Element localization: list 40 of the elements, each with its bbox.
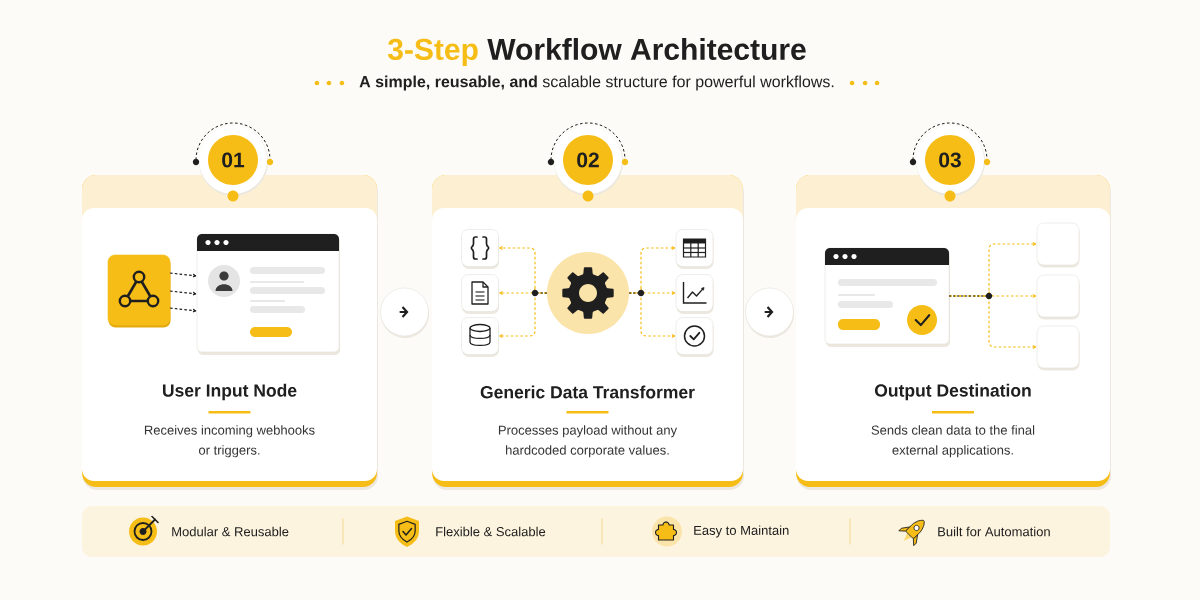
feature-label: Built for Automation [938, 526, 1050, 537]
title: 3-Step Workflow Architecture [387, 38, 806, 66]
number-badge: 03 [916, 126, 985, 196]
database-icon [461, 317, 499, 357]
arrow [169, 307, 197, 313]
arrow [948, 295, 1037, 349]
blank-tile [1036, 222, 1080, 268]
number-badge: 02 [554, 126, 623, 196]
check-circle-icon [675, 317, 714, 357]
gear-icon [547, 252, 629, 334]
subtitle: A simple, reusable, and scalable structure for powerful workflows. [359, 75, 834, 91]
card-description: Sends clean data to the final external applications. [871, 425, 1035, 458]
webhook-icon [107, 254, 171, 328]
number-badge: 01 [199, 126, 268, 196]
junction-dot [985, 292, 993, 300]
feature-label: Flexible & Scalable [436, 526, 546, 537]
feature-label: Easy to Maintain [694, 525, 789, 538]
junction-dot [637, 289, 645, 297]
arrow [499, 292, 548, 338]
document-icon [461, 274, 499, 314]
browser-window [824, 247, 950, 347]
chevron-button [745, 287, 794, 338]
table-icon [675, 229, 714, 269]
card-title: Output Destination [875, 383, 1031, 401]
arrow [628, 292, 676, 338]
browser-window [196, 233, 340, 355]
feature-label: Modular & Reusable [172, 526, 289, 537]
arrow [169, 290, 197, 296]
card-description: Receives incoming webhooks or triggers. [144, 425, 315, 458]
junction-dot [531, 289, 539, 297]
feature-bar [82, 506, 1110, 557]
card-title: User Input Node [163, 383, 297, 401]
chart-icon [675, 274, 714, 314]
card-description: Processes payload without any hardcoded corporate values. [498, 425, 678, 458]
arrow [169, 272, 197, 278]
card-title: Generic Data Transformer [480, 385, 695, 399]
blank-tile [1036, 325, 1080, 371]
blank-tile [1036, 274, 1080, 320]
chevron-button [380, 287, 429, 338]
braces-icon [461, 229, 499, 269]
